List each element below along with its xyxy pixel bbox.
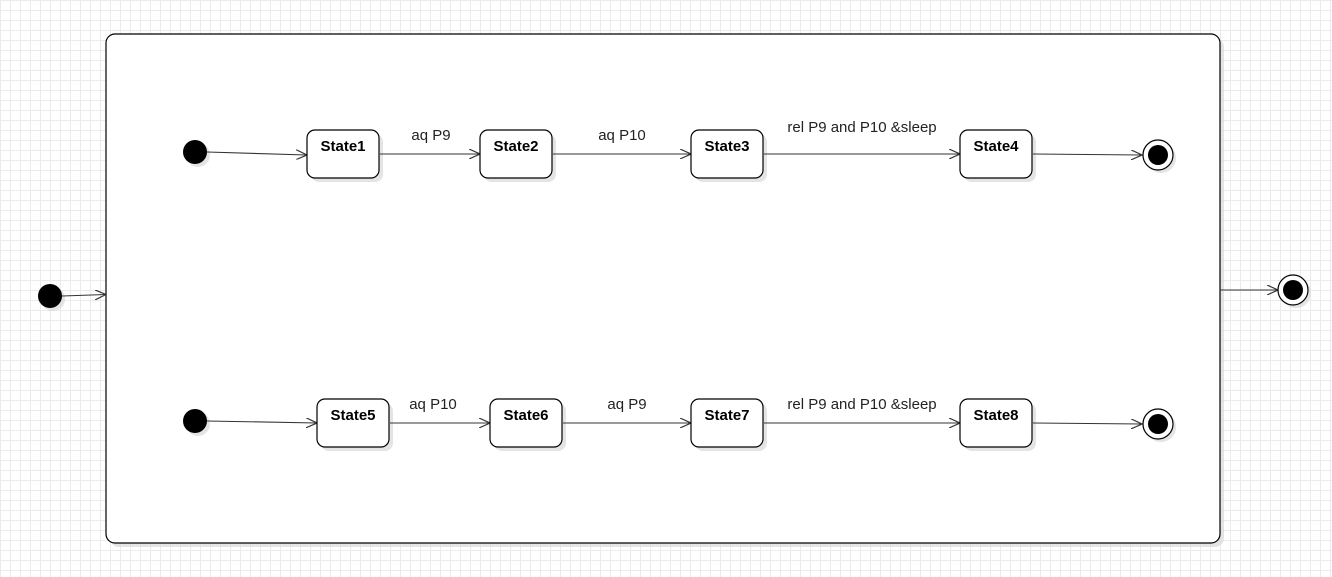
transition-initial-state5[interactable] bbox=[206, 421, 317, 423]
state-label-state4: State4 bbox=[973, 138, 1019, 155]
region-2: State5 aq P10 State6 aq P9 State7 rel P9… bbox=[183, 396, 1176, 451]
state-node-state8[interactable]: State8 bbox=[959, 398, 1036, 451]
outer-final-node[interactable] bbox=[1277, 274, 1311, 308]
state-label-state3: State3 bbox=[704, 138, 749, 155]
transition-label-state7-state8: rel P9 and P10 &sleep bbox=[787, 396, 936, 413]
state-node-state2[interactable]: State2 bbox=[479, 129, 556, 182]
outer-initial-node[interactable] bbox=[38, 284, 65, 311]
region-1: State1 aq P9 State2 aq P10 State3 rel P9… bbox=[183, 119, 1176, 182]
region-2-final-node[interactable] bbox=[1142, 408, 1176, 442]
state-node-state4[interactable]: State4 bbox=[959, 129, 1036, 182]
region-2-initial-node[interactable] bbox=[183, 409, 210, 436]
transition-initial-state1[interactable] bbox=[206, 152, 307, 155]
state-node-state5[interactable]: State5 bbox=[316, 398, 393, 451]
region-1-initial-node[interactable] bbox=[183, 140, 210, 167]
state-node-state1[interactable]: State1 bbox=[306, 129, 383, 182]
region-1-final-node[interactable] bbox=[1142, 139, 1176, 173]
transition-label-state5-state6: aq P10 bbox=[409, 396, 457, 413]
state-label-state7: State7 bbox=[704, 407, 749, 424]
state-label-state5: State5 bbox=[330, 407, 375, 424]
state-label-state2: State2 bbox=[493, 138, 538, 155]
outer-initial-transition[interactable] bbox=[61, 295, 106, 297]
state-node-state6[interactable]: State6 bbox=[489, 398, 566, 451]
transition-label-state3-state4: rel P9 and P10 &sleep bbox=[787, 119, 936, 136]
state-label-state8: State8 bbox=[973, 407, 1018, 424]
transition-state4-final[interactable] bbox=[1032, 154, 1142, 155]
state-node-state7[interactable]: State7 bbox=[690, 398, 767, 451]
state-label-state6: State6 bbox=[503, 407, 548, 424]
state-label-state1: State1 bbox=[320, 138, 365, 155]
composite-state[interactable] bbox=[105, 33, 1224, 547]
state-node-state3[interactable]: State3 bbox=[690, 129, 767, 182]
transition-label-state1-state2: aq P9 bbox=[411, 127, 450, 144]
transition-state8-final[interactable] bbox=[1032, 423, 1142, 424]
transition-label-state6-state7: aq P9 bbox=[607, 396, 646, 413]
transition-label-state2-state3: aq P10 bbox=[598, 127, 646, 144]
